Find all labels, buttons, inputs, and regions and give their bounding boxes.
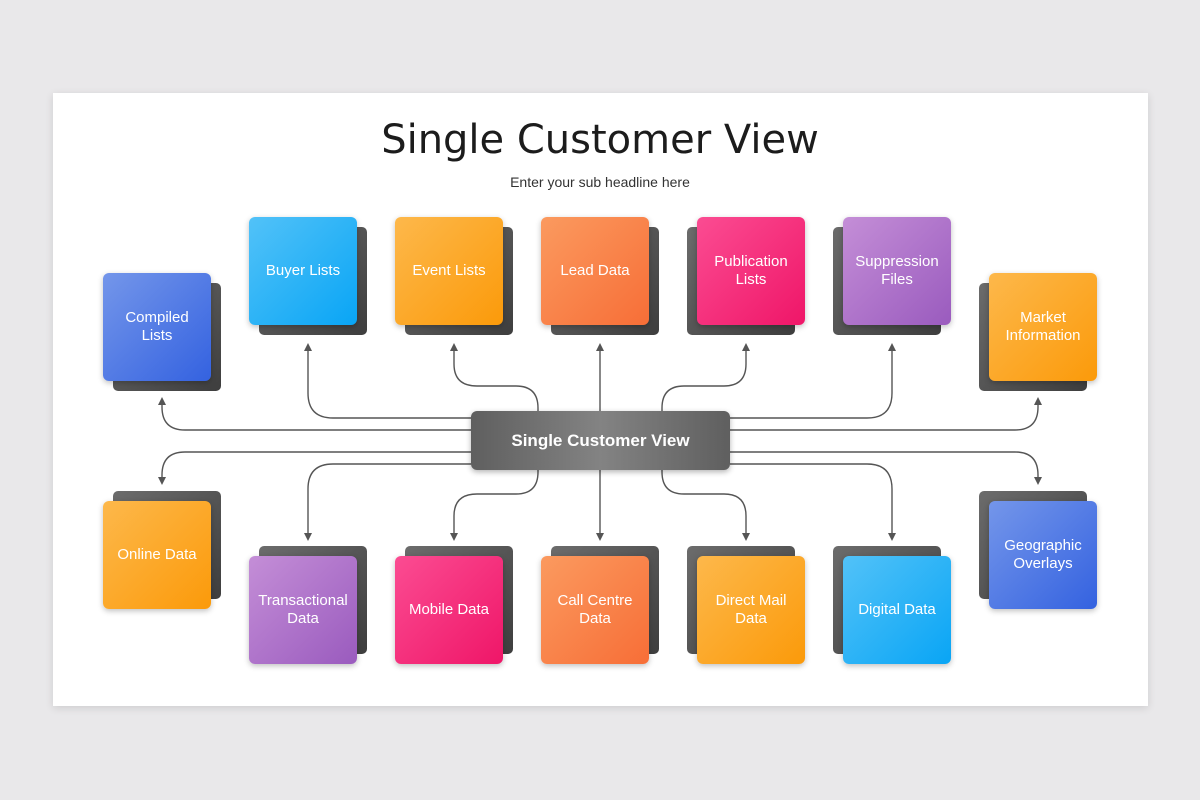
tile-direct-mail-data: Direct Mail Data: [687, 546, 805, 664]
tile-label: Publication Lists: [697, 217, 805, 325]
tile-market-information: Market Information: [979, 273, 1097, 391]
tile-label: Transactional Data: [249, 556, 357, 664]
tile-label: Lead Data: [541, 217, 649, 325]
connector-online-data: [158, 451, 471, 485]
tile-label: Call Centre Data: [541, 556, 649, 664]
tile-digital-data: Digital Data: [833, 546, 951, 664]
tile-geographic-overlays: Geographic Overlays: [979, 491, 1097, 609]
tile-mobile-data: Mobile Data: [395, 546, 513, 664]
connector-market-information: [730, 397, 1042, 431]
hub-single-customer-view: Single Customer View: [471, 411, 730, 470]
tile-lead-data: Lead Data: [541, 217, 659, 335]
tile-suppression-files: Suppression Files: [833, 217, 951, 335]
page-title: Single Customer View: [381, 117, 819, 163]
tile-transactional-data: Transactional Data: [249, 546, 367, 664]
connector-transactional-data: [304, 463, 471, 541]
tile-label: Compiled Lists: [103, 273, 211, 381]
tile-label: Direct Mail Data: [697, 556, 805, 664]
connector-buyer-lists: [304, 343, 471, 419]
tile-call-centre-data: Call Centre Data: [541, 546, 659, 664]
tile-compiled-lists: Compiled Lists: [103, 273, 221, 391]
sub-headline: Enter your sub headline here: [510, 174, 690, 190]
tile-online-data: Online Data: [103, 491, 221, 609]
connector-mobile-data: [450, 470, 539, 541]
connector-compiled-lists: [158, 397, 471, 431]
tile-buyer-lists: Buyer Lists: [249, 217, 367, 335]
tile-label: Event Lists: [395, 217, 503, 325]
tile-label: Digital Data: [843, 556, 951, 664]
connector-event-lists: [450, 343, 539, 411]
connector-digital-data: [730, 463, 896, 541]
tile-label: Buyer Lists: [249, 217, 357, 325]
tile-label: Online Data: [103, 501, 211, 609]
tile-label: Mobile Data: [395, 556, 503, 664]
tile-label: Market Information: [989, 273, 1097, 381]
connector-suppression-files: [730, 343, 896, 419]
tile-publication-lists: Publication Lists: [687, 217, 805, 335]
tile-label: Geographic Overlays: [989, 501, 1097, 609]
connector-publication-lists: [661, 343, 750, 411]
tile-label: Suppression Files: [843, 217, 951, 325]
connector-direct-mail-data: [661, 470, 750, 541]
tile-event-lists: Event Lists: [395, 217, 513, 335]
connector-geographic-overlays: [730, 451, 1042, 485]
